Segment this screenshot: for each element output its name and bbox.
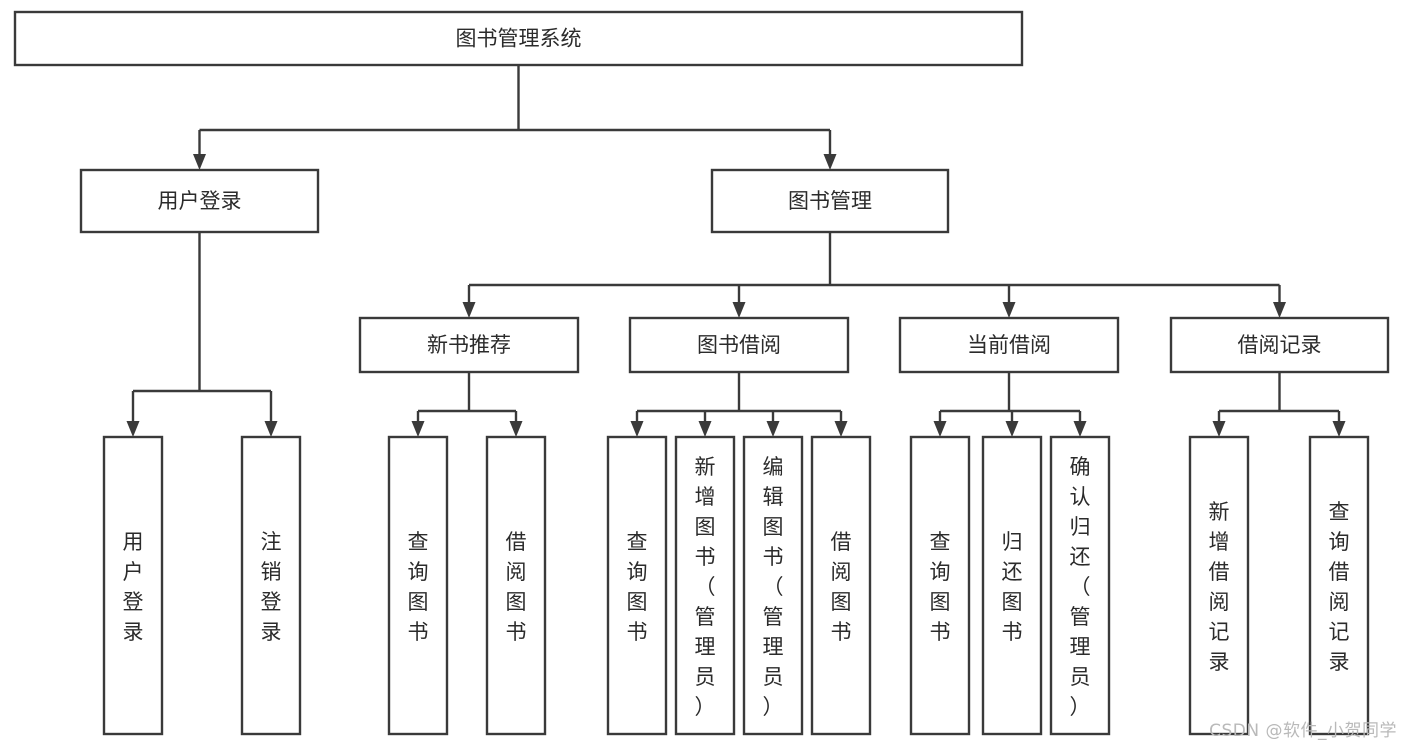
node-label: 查询图书 bbox=[408, 530, 429, 644]
arrow-head-icon bbox=[462, 302, 476, 318]
node-label: 当前借阅 bbox=[967, 333, 1051, 357]
arrow-head-icon bbox=[834, 421, 848, 437]
arrow-head-icon bbox=[1005, 421, 1019, 437]
arrow-head-icon bbox=[732, 302, 746, 318]
arrow-head-icon bbox=[630, 421, 644, 437]
node-box bbox=[606, 435, 668, 736]
node-box bbox=[628, 316, 850, 374]
node-login[interactable]: 用户登录 bbox=[79, 168, 320, 234]
node-leaf-query-record[interactable]: 查询借阅记录 bbox=[1308, 435, 1370, 736]
node-box bbox=[1169, 316, 1390, 374]
node-box bbox=[13, 10, 1024, 67]
node-label: 查询图书 bbox=[627, 530, 648, 644]
edge-group-bookmgmt bbox=[462, 232, 1286, 318]
edge-group-current bbox=[933, 372, 1087, 437]
node-leaf-confirm-return[interactable]: 确认归还（管理员） bbox=[1049, 435, 1111, 736]
node-label: 新书推荐 bbox=[427, 333, 511, 357]
node-label: 借阅记录 bbox=[1238, 333, 1322, 357]
node-box bbox=[485, 435, 547, 736]
node-leaf-add-book[interactable]: 新增图书（管理员） bbox=[674, 435, 736, 736]
arrow-head-icon bbox=[126, 421, 140, 437]
node-borrow[interactable]: 图书借阅 bbox=[628, 316, 850, 374]
node-label: 新增图书（管理员） bbox=[695, 455, 716, 719]
node-label: 注销登录 bbox=[261, 530, 282, 644]
node-box bbox=[981, 435, 1043, 736]
node-label: 查询图书 bbox=[930, 530, 951, 644]
arrow-head-icon bbox=[264, 421, 278, 437]
node-newbook[interactable]: 新书推荐 bbox=[358, 316, 580, 374]
node-leaf-user-logout[interactable]: 注销登录 bbox=[240, 435, 302, 736]
node-box bbox=[710, 168, 950, 234]
node-box bbox=[79, 168, 320, 234]
arrow-head-icon bbox=[823, 154, 837, 170]
node-leaf-user-login[interactable]: 用户登录 bbox=[102, 435, 164, 736]
arrow-head-icon bbox=[1332, 421, 1346, 437]
node-leaf-query-book-current[interactable]: 查询图书 bbox=[909, 435, 971, 736]
arrow-head-icon bbox=[1273, 302, 1286, 318]
connector-layer bbox=[126, 65, 1346, 437]
node-box bbox=[358, 316, 580, 374]
node-current[interactable]: 当前借阅 bbox=[898, 316, 1120, 374]
node-label: 确认归还（管理员） bbox=[1070, 455, 1091, 719]
node-label: 用户登录 bbox=[158, 189, 242, 213]
node-box bbox=[1188, 435, 1250, 736]
node-box bbox=[240, 435, 302, 736]
edge-group-login bbox=[126, 232, 278, 437]
arrow-head-icon bbox=[766, 421, 780, 437]
arrow-head-icon bbox=[1212, 421, 1226, 437]
node-leaf-borrow-book-new[interactable]: 借阅图书 bbox=[485, 435, 547, 736]
edge-group-root bbox=[193, 65, 837, 170]
node-label: 图书借阅 bbox=[697, 333, 781, 357]
node-label: 用户登录 bbox=[123, 530, 144, 644]
csdn-watermark: CSDN @软件_小贺同学 bbox=[1209, 721, 1397, 741]
arrow-head-icon bbox=[193, 154, 206, 170]
node-leaf-return-book[interactable]: 归还图书 bbox=[981, 435, 1043, 736]
arrow-head-icon bbox=[698, 421, 712, 437]
arrow-head-icon bbox=[933, 421, 947, 437]
node-label: 借阅图书 bbox=[506, 530, 527, 644]
node-label: 借阅图书 bbox=[831, 530, 852, 644]
node-leaf-add-record[interactable]: 新增借阅记录 bbox=[1188, 435, 1250, 736]
node-box bbox=[742, 435, 804, 736]
arrow-head-icon bbox=[411, 421, 425, 437]
node-box bbox=[1049, 435, 1111, 736]
node-layer: 图书管理系统用户登录图书管理新书推荐图书借阅当前借阅借阅记录用户登录注销登录查询… bbox=[13, 10, 1390, 736]
node-leaf-query-book-borrow[interactable]: 查询图书 bbox=[606, 435, 668, 736]
node-box bbox=[387, 435, 449, 736]
node-box bbox=[674, 435, 736, 736]
node-box bbox=[898, 316, 1120, 374]
node-label: 新增借阅记录 bbox=[1209, 500, 1230, 674]
node-root[interactable]: 图书管理系统 bbox=[13, 10, 1024, 67]
node-leaf-query-book-new[interactable]: 查询图书 bbox=[387, 435, 449, 736]
edge-group-borrow bbox=[630, 372, 848, 437]
node-box bbox=[102, 435, 164, 736]
node-box bbox=[1308, 435, 1370, 736]
node-label: 查询借阅记录 bbox=[1329, 500, 1350, 674]
node-label: 编辑图书（管理员） bbox=[763, 455, 784, 719]
arrow-head-icon bbox=[1002, 302, 1016, 318]
node-box bbox=[909, 435, 971, 736]
arrow-head-icon bbox=[509, 421, 523, 437]
node-records[interactable]: 借阅记录 bbox=[1169, 316, 1390, 374]
edge-group-newbook bbox=[411, 372, 523, 437]
node-label: 归还图书 bbox=[1002, 530, 1023, 644]
node-bookmgmt[interactable]: 图书管理 bbox=[710, 168, 950, 234]
node-leaf-edit-book[interactable]: 编辑图书（管理员） bbox=[742, 435, 804, 736]
node-leaf-borrow-book[interactable]: 借阅图书 bbox=[810, 435, 872, 736]
node-label: 图书管理 bbox=[788, 189, 872, 213]
arrow-head-icon bbox=[1073, 421, 1087, 437]
edge-group-records bbox=[1212, 372, 1346, 437]
node-box bbox=[810, 435, 872, 736]
node-label: 图书管理系统 bbox=[456, 27, 582, 51]
